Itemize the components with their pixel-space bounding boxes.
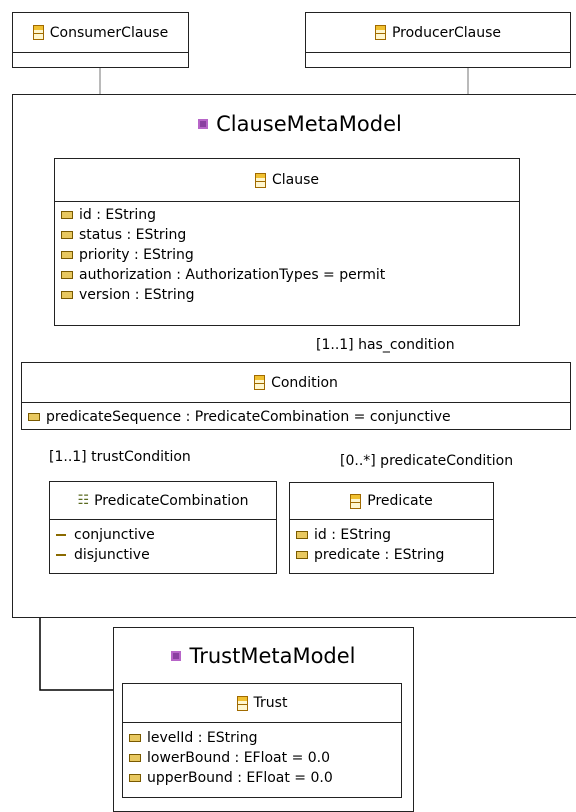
attribute-icon (129, 774, 141, 782)
class-icon (350, 493, 362, 509)
trust-header: Trust (123, 684, 401, 723)
class-icon (254, 375, 266, 390)
literal-icon (56, 554, 66, 556)
predicate-header: Predicate (290, 483, 493, 520)
attribute-icon (129, 734, 141, 742)
trust-condition-label: [1..1] trustCondition (49, 449, 191, 465)
attribute-icon (61, 271, 73, 279)
attribute-row: version : EString (61, 285, 513, 305)
attribute-icon (61, 231, 73, 239)
condition-name: Condition (271, 374, 338, 391)
attribute-row: status : EString (61, 225, 513, 245)
trust-name: Trust (253, 695, 288, 711)
attribute-row: predicate : EString (296, 545, 487, 565)
attribute-icon (61, 211, 73, 219)
clause-meta-model-title: ClauseMetaModel (216, 112, 402, 136)
class-icon (254, 172, 266, 188)
class-icon (236, 695, 248, 711)
attribute-icon (129, 754, 141, 762)
predicate-class[interactable]: Predicate id : EString predicate : EStri… (289, 482, 494, 574)
condition-class[interactable]: Condition predicateSequence : PredicateC… (21, 362, 571, 430)
producer-clause-name: ProducerClause (391, 24, 502, 41)
attribute-icon (296, 551, 308, 559)
clause-header: Clause (55, 159, 519, 202)
trust-class[interactable]: Trust levelId : EString lowerBound : EFl… (122, 683, 402, 798)
has-condition-label: [1..1] has_condition (316, 337, 455, 353)
clause-class[interactable]: Clause id : EString status : EString pri… (54, 158, 520, 326)
trust-attributes: levelId : EString lowerBound : EFloat = … (123, 723, 401, 791)
condition-attributes: predicateSequence : PredicateCombination… (22, 403, 570, 430)
trust-meta-model-title: TrustMetaModel (189, 644, 356, 668)
class-icon (374, 25, 386, 40)
attribute-row: levelId : EString (129, 728, 395, 748)
predicate-combination-enum[interactable]: ☷ PredicateCombination conjunctive disju… (49, 481, 277, 574)
attribute-icon (28, 413, 40, 421)
package-icon (171, 651, 182, 661)
attribute-icon (61, 291, 73, 299)
producer-clause-header: ProducerClause (306, 13, 570, 53)
attribute-row: predicateSequence : PredicateCombination… (28, 407, 564, 427)
attribute-row: priority : EString (61, 245, 513, 265)
class-icon (32, 25, 44, 40)
condition-header: Condition (22, 363, 570, 403)
package-icon (198, 119, 209, 129)
producer-clause-class[interactable]: ProducerClause (305, 12, 571, 68)
literal-icon (56, 534, 66, 536)
predicate-combination-literals: conjunctive disjunctive (50, 520, 276, 568)
clause-name: Clause (271, 172, 320, 188)
predicate-condition-label: [0..*] predicateCondition (340, 453, 514, 469)
enumeration-icon: ☷ (77, 493, 90, 508)
consumer-clause-header: ConsumerClause (13, 13, 188, 53)
attribute-icon (61, 251, 73, 259)
consumer-clause-class[interactable]: ConsumerClause (12, 12, 189, 68)
literal-row: disjunctive (56, 545, 270, 565)
predicate-combination-name: PredicateCombination (94, 492, 249, 509)
predicate-attributes: id : EString predicate : EString (290, 520, 493, 568)
attribute-icon (296, 531, 308, 539)
clause-attributes: id : EString status : EString priority :… (55, 202, 519, 308)
trust-meta-model-title-bar: TrustMetaModel (114, 628, 413, 684)
attribute-row: upperBound : EFloat = 0.0 (129, 768, 395, 788)
literal-row: conjunctive (56, 525, 270, 545)
attribute-row: authorization : AuthorizationTypes = per… (61, 265, 513, 285)
attribute-row: id : EString (61, 205, 513, 225)
consumer-clause-name: ConsumerClause (49, 24, 169, 41)
predicate-name: Predicate (367, 493, 433, 509)
attribute-row: id : EString (296, 525, 487, 545)
clause-meta-model-title-bar: ClauseMetaModel (13, 95, 576, 153)
attribute-row: lowerBound : EFloat = 0.0 (129, 748, 395, 768)
predicate-combination-header: ☷ PredicateCombination (50, 482, 276, 520)
